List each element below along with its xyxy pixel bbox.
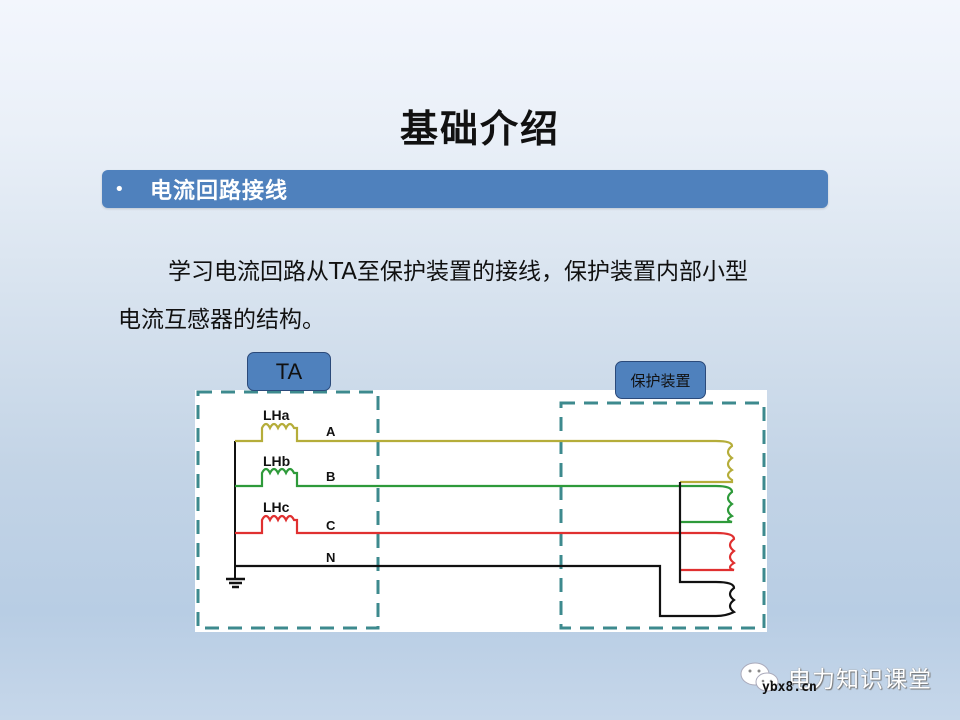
watermark-url: ybx8.cn xyxy=(762,680,817,695)
body-line-2: 电流互感器的结构。 xyxy=(118,307,325,333)
wiring-diagram-canvas xyxy=(195,390,767,632)
section-header-bar: • 电流回路接线 xyxy=(102,170,828,208)
ct-label-lha: LHa xyxy=(263,407,290,423)
phase-label-b: B xyxy=(326,469,335,484)
protection-dashed-boundary xyxy=(559,401,766,630)
watermark: 电力知识课堂 ybx8.cn xyxy=(738,658,938,698)
phase-label-n: N xyxy=(326,550,335,565)
phase-c-wire xyxy=(235,514,736,572)
wechat-icon xyxy=(740,662,779,692)
phase-b-wire xyxy=(235,467,735,524)
ct-label-lhc: LHc xyxy=(263,499,290,515)
ta-dashed-boundary xyxy=(196,390,380,630)
protection-device-tag: 保护装置 xyxy=(615,361,706,399)
body-paragraph: 学习电流回路从TA至保护装置的接线，保护装置内部小型 电流互感器的结构。 xyxy=(118,248,848,344)
section-label: 电流回路接线 xyxy=(150,179,289,204)
ct-label-lhb: LHb xyxy=(263,453,290,469)
phase-label-c: C xyxy=(326,518,336,533)
body-line-1: 学习电流回路从TA至保护装置的接线，保护装置内部小型 xyxy=(168,259,748,285)
ta-tag: TA xyxy=(247,352,331,391)
phase-label-a: A xyxy=(326,424,336,439)
ground-icon xyxy=(226,577,245,589)
neutral-wire xyxy=(235,482,737,618)
slide-title: 基础介绍 xyxy=(399,107,560,151)
watermark-brand: 电力知识课堂 xyxy=(788,667,932,693)
bullet-icon: • xyxy=(114,178,125,200)
phase-a-wire xyxy=(235,422,734,484)
